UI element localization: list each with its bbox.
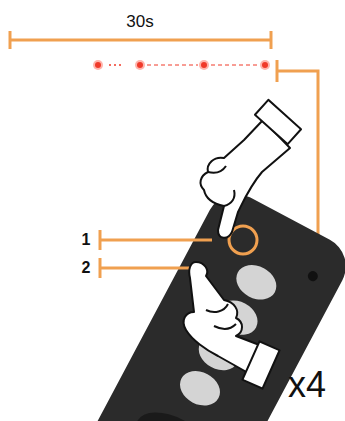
button-4 — [174, 364, 226, 412]
duration-label: 30s — [126, 13, 153, 30]
keyring-hole — [127, 401, 218, 421]
hand-lower — [184, 262, 280, 389]
button-1 — [230, 258, 282, 306]
led — [306, 269, 320, 283]
callout-number: 2 — [82, 260, 91, 276]
led-blink-sequence — [93, 60, 270, 70]
repeat-count: x4 — [288, 367, 326, 403]
hand-upper — [201, 100, 302, 238]
remote-body — [69, 184, 345, 421]
callout-number: 1 — [82, 232, 91, 248]
time-bracket — [10, 31, 271, 49]
